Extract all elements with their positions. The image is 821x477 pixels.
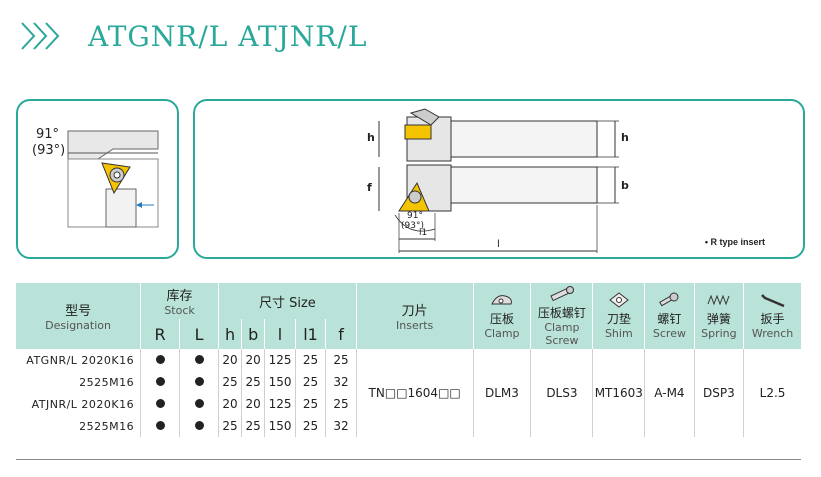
size-h-cell: 20: [217, 393, 242, 415]
clamp-screw-header: 压板螺钉 Clamp Screw: [530, 283, 593, 349]
clamp-header: 压板 Clamp: [472, 283, 531, 349]
approach-angle-panel: 91° (93°): [16, 99, 179, 259]
page-title: ATGNR/L ATJNR/L: [88, 19, 368, 53]
size-f-cell: 25: [325, 393, 357, 415]
screw-cell: A-M4: [644, 349, 695, 437]
clamp-screw-icon: [550, 285, 574, 301]
size-l-cell: 125: [264, 393, 296, 415]
clamp-icon: [491, 295, 512, 305]
dim-h-left: h: [367, 131, 375, 144]
workpiece-diagram: [67, 130, 159, 228]
size-b-cell: 20: [241, 393, 265, 415]
stock-l-cell: [179, 393, 219, 415]
stock-r-cell: [140, 415, 180, 437]
inserts-header: 刀片 Inserts: [355, 283, 474, 349]
table-bottom-rule: [16, 459, 801, 460]
designation-cell: ATJNR/L 2020K16: [31, 397, 135, 411]
designation-cell: 2525M16: [79, 375, 135, 389]
size-f-cell: 32: [325, 371, 357, 393]
stock-header: 库存 Stock: [140, 283, 219, 319]
size-l-cell: 150: [264, 371, 296, 393]
size-b-cell: 20: [241, 349, 265, 371]
shim-cell: MT1603: [592, 349, 645, 437]
size-l-cell: 150: [264, 415, 296, 437]
dim-b: b: [621, 179, 629, 192]
size-b-header: b: [241, 319, 265, 349]
spring-cell: DSP3: [693, 349, 744, 437]
stock-r-cell: [140, 393, 180, 415]
wrench-header: 扳手 Wrench: [743, 283, 801, 349]
clamp-screw-cell: DLS3: [530, 349, 593, 437]
size-l-header: l: [264, 319, 296, 349]
page-header: ATGNR/L ATJNR/L: [18, 14, 367, 58]
size-f-cell: 32: [325, 415, 357, 437]
dim-l: l: [497, 239, 500, 250]
size-l-cell: 125: [264, 349, 296, 371]
angle-main-alt: (93°): [401, 221, 424, 231]
chevron-right-icon: [21, 22, 60, 50]
spring-icon: [707, 294, 730, 306]
size-f-header: f: [325, 319, 357, 349]
wrench-icon: [760, 294, 785, 308]
angle-label: 91°: [36, 127, 60, 142]
designation-cell: ATGNR/L 2020K16: [26, 353, 135, 367]
size-header: 尺寸 Size: [217, 283, 357, 319]
size-h-header: h: [217, 319, 242, 349]
r-type-note: • R type insert: [704, 237, 765, 247]
dim-l1: l1: [419, 228, 428, 238]
clamp-cell: DLM3: [472, 349, 531, 437]
stock-r-header: R: [140, 319, 180, 349]
size-l1-cell: 25: [294, 349, 326, 371]
stock-r-cell: [140, 349, 180, 371]
angle-main: 91°: [407, 211, 423, 221]
size-l1-cell: 25: [294, 371, 326, 393]
tool-holder-drawing: [378, 108, 619, 253]
wrench-cell: L2.5: [743, 349, 801, 437]
designation-cell: 2525M16: [79, 419, 135, 433]
dim-h-right: h: [621, 131, 629, 144]
stock-l-cell: [179, 371, 219, 393]
size-l1-header: l1: [294, 319, 326, 349]
table-row: ATJNR/L 2020K16 20 20 125 25 25: [16, 393, 801, 415]
angle-alt-label: (93°): [32, 143, 66, 158]
table-row: ATGNR/L 2020K16 20 20 125 25 25 TN□□1604…: [16, 349, 801, 437]
size-h-cell: 25: [217, 371, 242, 393]
insert-cell: TN□□1604□□: [355, 349, 474, 437]
spec-table: 型号 Designation 库存 Stock 尺寸 Size 刀片 Inser…: [16, 283, 801, 437]
table-row: 2525M16 25 25 150 25 32: [16, 415, 801, 437]
table-row: 2525M16 25 25 150 25 32: [16, 371, 801, 393]
stock-r-cell: [140, 371, 180, 393]
shim-icon: [609, 292, 629, 308]
size-f-cell: 25: [325, 349, 357, 371]
screw-icon: [659, 292, 679, 307]
screw-header: 螺钉 Screw: [644, 283, 695, 349]
stock-l-header: L: [179, 319, 219, 349]
shim-header: 刀垫 Shim: [592, 283, 645, 349]
size-b-cell: 25: [241, 371, 265, 393]
size-h-cell: 20: [217, 349, 242, 371]
stock-l-cell: [179, 349, 219, 371]
tool-holder-panel: h f h b 91° (93°) l1 l • R type insert: [193, 99, 805, 259]
stock-l-cell: [179, 415, 219, 437]
spring-header: 弹簧 Spring: [693, 283, 744, 349]
size-h-cell: 25: [217, 415, 242, 437]
size-b-cell: 25: [241, 415, 265, 437]
size-l1-cell: 25: [294, 415, 326, 437]
dim-f: f: [367, 181, 372, 194]
designation-header: 型号 Designation: [16, 283, 141, 349]
size-l1-cell: 25: [294, 393, 326, 415]
